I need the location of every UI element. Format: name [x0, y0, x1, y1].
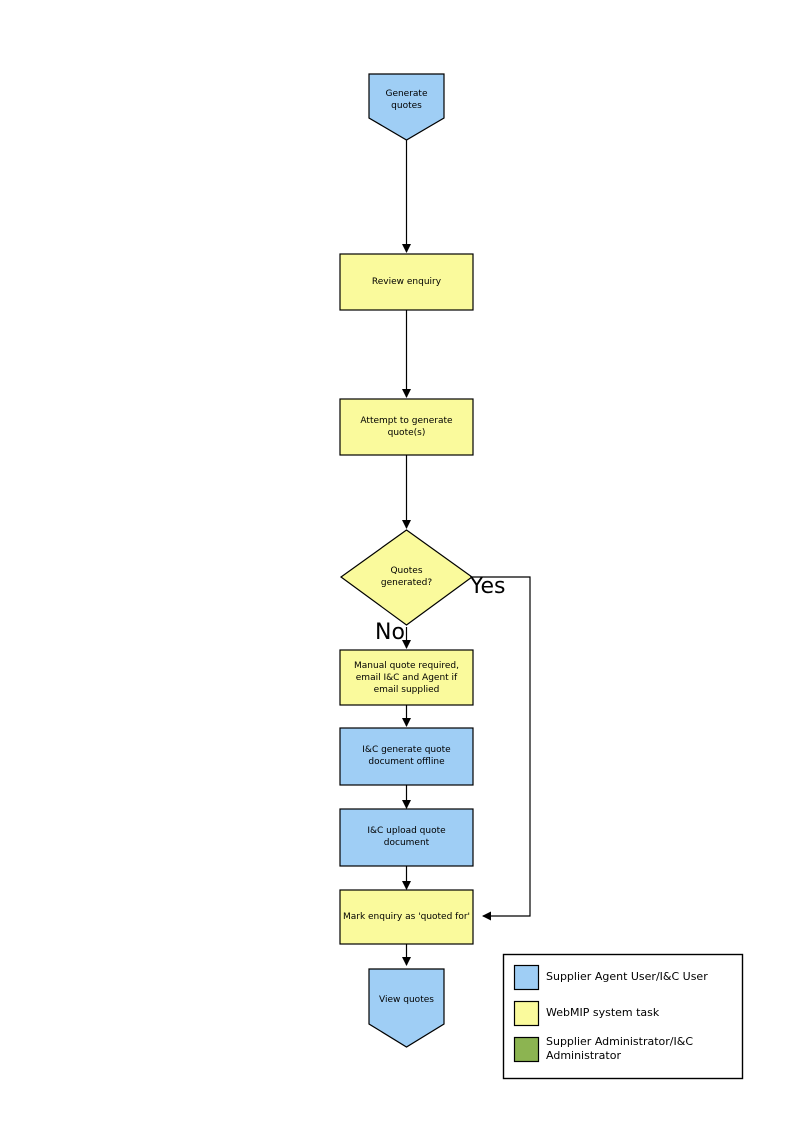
node-view-quotes[interactable]: [368, 968, 445, 1048]
connector-decision-yes-to-mark: [472, 576, 531, 921]
legend-swatch-system-task: [513, 1000, 540, 1027]
branch-label-no: No: [375, 620, 405, 645]
node-mark-quoted-for[interactable]: [339, 889, 474, 945]
node-review-enquiry[interactable]: [339, 253, 474, 311]
legend-box: [502, 953, 744, 1080]
legend-label-user-task: Supplier Agent User/I&C User: [546, 970, 708, 983]
node-ic-generate-doc[interactable]: [339, 727, 474, 786]
legend-label-system-task: WebMIP system task: [546, 1006, 660, 1019]
connector-group: [402, 140, 531, 966]
node-quotes-generated[interactable]: [339, 529, 474, 626]
node-attempt-generate[interactable]: [339, 398, 474, 456]
branch-label-yes: Yes: [470, 574, 506, 599]
node-generate-quotes[interactable]: [368, 73, 445, 141]
legend-swatch-user-task: [513, 964, 540, 991]
node-manual-quote[interactable]: [339, 649, 474, 706]
node-ic-upload-doc[interactable]: [339, 808, 474, 867]
legend-swatch-admin-task: [513, 1036, 540, 1063]
legend-label-admin-task: Supplier Administrator/I&C Administrator: [546, 1035, 694, 1062]
